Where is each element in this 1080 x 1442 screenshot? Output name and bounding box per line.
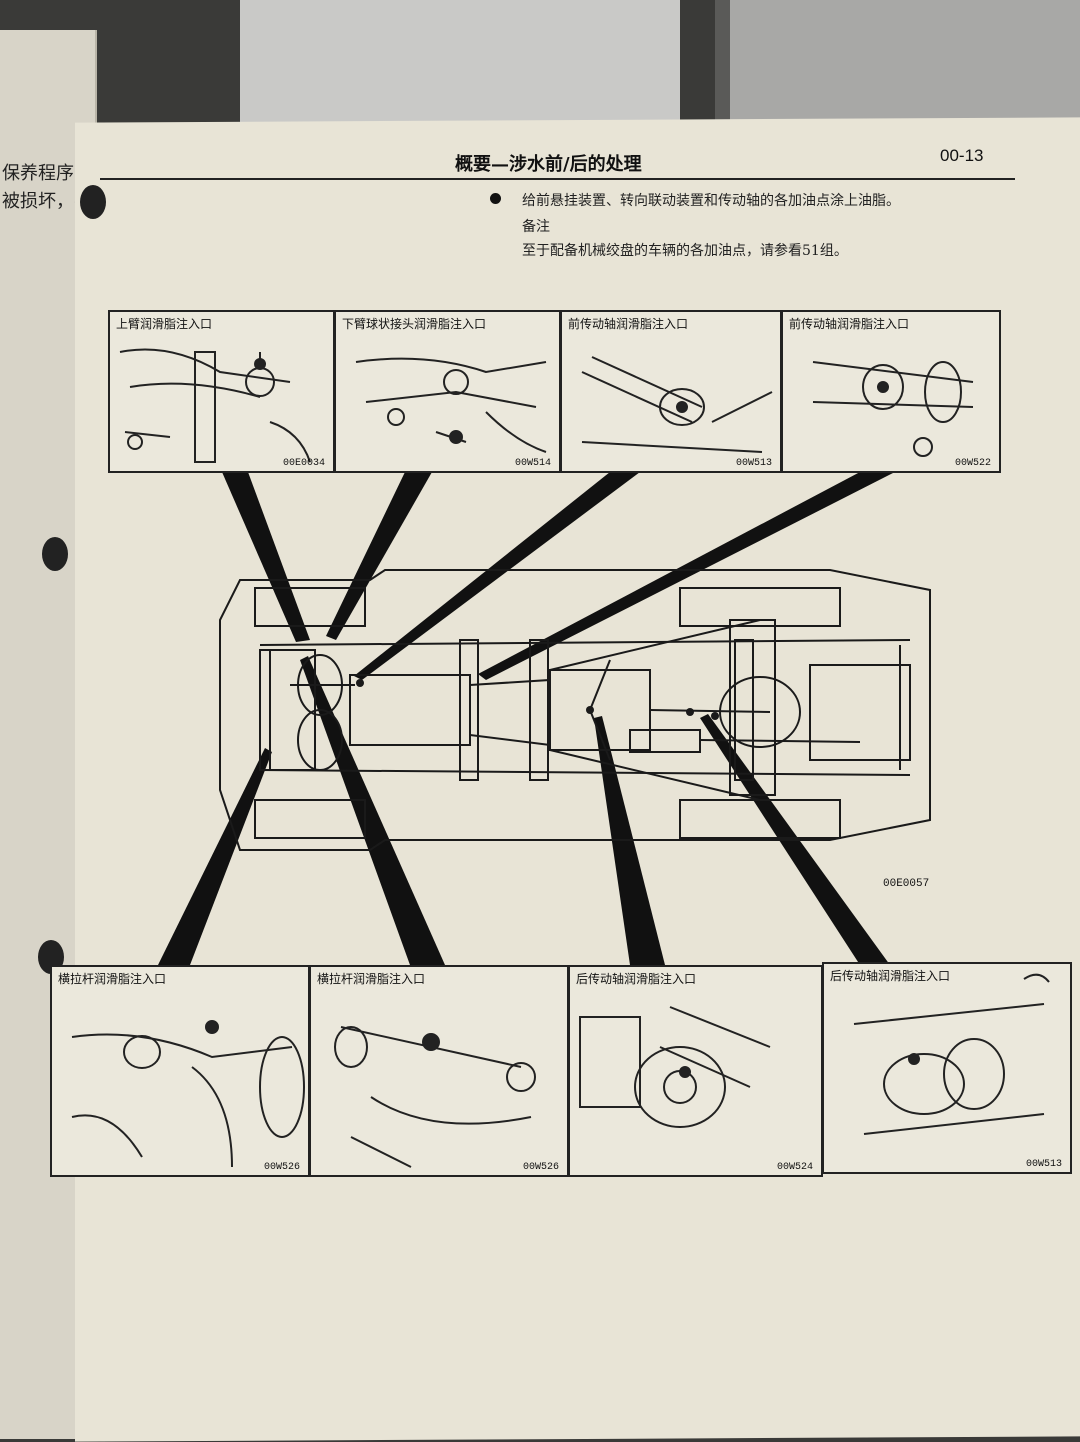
panel-label: 前传动轴润滑脂注入口 bbox=[789, 315, 913, 332]
top-panel-4: 前传动轴润滑脂注入口 00W522 bbox=[781, 310, 1001, 473]
left-page-line-2: 被损坏，要 bbox=[2, 191, 92, 212]
pointer-wedge bbox=[326, 472, 432, 640]
note-label: 备注 bbox=[522, 219, 550, 235]
page-number: 00-13 bbox=[940, 146, 984, 165]
background-paper bbox=[240, 0, 680, 125]
panel-code: 00W526 bbox=[522, 1162, 559, 1173]
pointer-wedge bbox=[478, 472, 895, 680]
front-driveshaft-illustration bbox=[581, 356, 773, 453]
panel-label: 上臂润滑脂注入口 bbox=[116, 315, 216, 332]
page-title: 概要—涉水前/后的处理 bbox=[455, 154, 642, 175]
note-text: 至于配备机械绞盘的车辆的各加油点，请参看51组。 bbox=[522, 243, 848, 259]
panel-label: 横拉杆润滑脂注入口 bbox=[58, 970, 170, 987]
chassis-diagram bbox=[219, 569, 931, 851]
top-panel-3: 前传动轴润滑脂注入口 00W513 bbox=[560, 310, 782, 473]
left-page-line-1: 保养程序， bbox=[2, 163, 92, 184]
binder-hole bbox=[42, 537, 68, 571]
bottom-panel-4: 后传动轴润滑脂注入口 00W513 bbox=[822, 962, 1072, 1174]
panel-code: 00W522 bbox=[954, 458, 991, 469]
top-panel-2: 下臂球状接头润滑脂注入口 00W514 bbox=[334, 310, 561, 473]
pointer-wedge bbox=[222, 472, 310, 642]
front-driveshaft-joint-illustration bbox=[812, 361, 974, 457]
bottom-panel-3: 后传动轴润滑脂注入口 00W524 bbox=[568, 965, 823, 1177]
panel-code: 00W514 bbox=[514, 458, 551, 469]
pointer-wedge bbox=[300, 656, 445, 965]
panel-code: 00W524 bbox=[776, 1162, 813, 1173]
top-panel-1: 上臂润滑脂注入口 00E0034 bbox=[108, 310, 335, 473]
panel-label: 后传动轴润滑脂注入口 bbox=[576, 970, 700, 987]
panel-code: 00E0034 bbox=[282, 458, 325, 469]
panel-label: 横拉杆润滑脂注入口 bbox=[317, 970, 429, 987]
pointer-wedge bbox=[158, 748, 272, 965]
pointer-wedge bbox=[354, 472, 640, 680]
panel-label: 下臂球状接头润滑脂注入口 bbox=[342, 315, 490, 332]
bullet-text: 给前悬挂装置、转向联动装置和传动轴的各加油点涂上油脂。 bbox=[522, 193, 900, 209]
header-rule bbox=[100, 178, 1015, 180]
lower-arm-ball-joint-illustration bbox=[355, 357, 547, 453]
binder-hole bbox=[80, 185, 106, 219]
bullet-icon bbox=[490, 193, 501, 204]
rear-driveshaft-illustration bbox=[579, 1006, 771, 1128]
bottom-panel-1: 横拉杆润滑脂注入口 00W526 bbox=[50, 965, 310, 1177]
tie-rod-illustration bbox=[334, 1026, 536, 1168]
rear-driveshaft-joint-illustration bbox=[853, 973, 1050, 1135]
panel-label: 后传动轴润滑脂注入口 bbox=[830, 967, 954, 984]
panel-code: 00W513 bbox=[1025, 1159, 1062, 1170]
diagram-code: 00E0057 bbox=[883, 878, 930, 890]
panel-code: 00W526 bbox=[263, 1162, 300, 1173]
bottom-panel-2: 横拉杆润滑脂注入口 00W526 bbox=[309, 965, 569, 1177]
upper-arm-illustration bbox=[119, 348, 311, 463]
tie-rod-illustration bbox=[71, 1020, 305, 1168]
panel-label: 前传动轴润滑脂注入口 bbox=[568, 315, 692, 332]
panel-code: 00W513 bbox=[735, 458, 772, 469]
